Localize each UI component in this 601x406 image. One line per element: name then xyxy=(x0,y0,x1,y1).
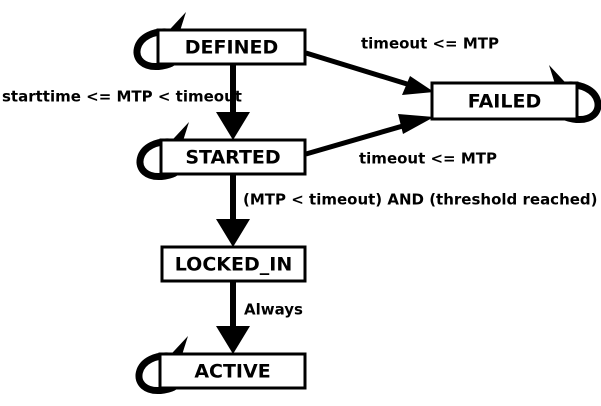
state-failed-label: FAILED xyxy=(468,91,541,113)
state-defined-box[interactable] xyxy=(156,28,307,66)
state-failed-box[interactable] xyxy=(430,81,579,121)
state-started[interactable]: STARTED xyxy=(159,138,307,176)
edge-started-to-failed-line xyxy=(305,118,421,157)
edge-started-to-failed-arrowhead xyxy=(398,114,434,134)
state-active[interactable]: ACTIVE xyxy=(158,352,307,390)
edge-defined-to-started xyxy=(216,64,250,140)
state-locked-in-label: LOCKED_IN xyxy=(175,254,292,276)
edge-label-locked-in-to-active: Always xyxy=(244,301,303,319)
edge-started-to-failed xyxy=(305,114,434,157)
edge-defined-to-failed-line xyxy=(305,50,421,91)
edge-locked-in-to-active xyxy=(216,281,250,354)
edge-label-defined-to-failed: timeout <= MTP xyxy=(361,35,499,53)
edge-started-to-locked-in xyxy=(216,174,250,247)
state-locked-in[interactable]: LOCKED_IN xyxy=(160,245,307,283)
state-locked-in-box[interactable] xyxy=(160,245,307,283)
edge-label-started-self-loop: starttime <= MTP < timeout xyxy=(2,88,242,106)
state-defined[interactable]: DEFINED xyxy=(156,28,307,66)
state-active-box[interactable] xyxy=(158,352,307,390)
state-active-label: ACTIVE xyxy=(194,361,270,383)
edge-started-to-locked-in-arrowhead xyxy=(216,219,250,247)
state-defined-label: DEFINED xyxy=(185,37,278,59)
edge-defined-to-failed xyxy=(305,50,434,95)
state-started-box[interactable] xyxy=(159,138,307,176)
edge-defined-to-started-arrowhead xyxy=(216,112,250,140)
edge-locked-in-to-active-arrowhead xyxy=(216,326,250,354)
state-failed[interactable]: FAILED xyxy=(430,81,579,121)
edge-label-started-to-locked-in: (MTP < timeout) AND (threshold reached) xyxy=(243,191,598,209)
edge-defined-to-failed-arrowhead xyxy=(402,76,434,95)
state-started-label: STARTED xyxy=(185,147,280,169)
edge-label-started-to-failed: timeout <= MTP xyxy=(359,150,497,168)
